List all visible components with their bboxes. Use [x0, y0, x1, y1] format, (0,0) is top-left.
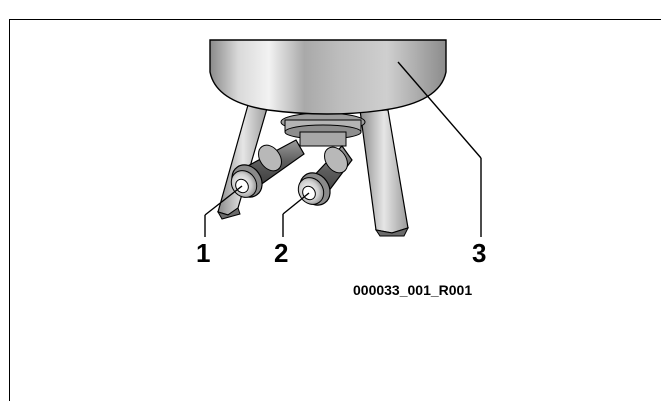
callout-3: 3: [472, 238, 486, 268]
pipe-connection-1: [230, 139, 305, 198]
figure-id-label: 000033_001_R001: [353, 282, 472, 298]
frame-border-top: [9, 19, 661, 20]
leader-lines: [204, 61, 482, 237]
bottom-outlet: [280, 112, 366, 147]
tank-vessel: [209, 39, 447, 115]
frame-border-left: [9, 19, 10, 401]
callout-1: 1: [196, 238, 210, 268]
callout-2: 2: [274, 238, 288, 268]
